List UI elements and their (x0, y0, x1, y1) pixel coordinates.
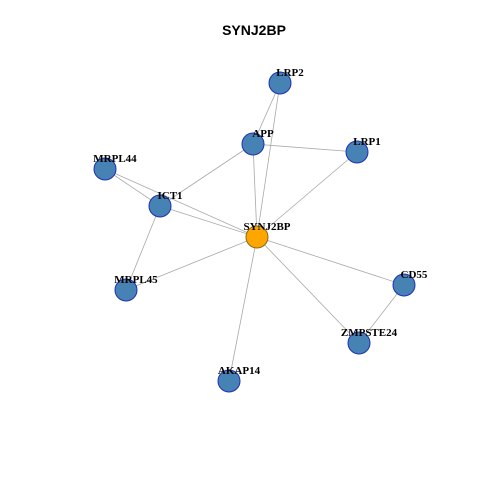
edge-synj2bp-zmpste24 (256, 236, 360, 344)
node-mrpl44: MRPL44 (93, 153, 137, 181)
node-label-lrp2: LRP2 (276, 67, 304, 79)
node-circle-mrpl45 (114, 278, 138, 302)
node-label-akap14: AKAP14 (218, 365, 261, 377)
node-circle-akap14 (217, 369, 241, 393)
node-synj2bp: SYNJ2BP (243, 221, 291, 249)
node-circle-app (241, 132, 265, 156)
edge-synj2bp-akap14 (228, 236, 258, 382)
edge-ict1-mrpl45 (125, 205, 161, 291)
node-lrp2: LRP2 (268, 67, 304, 95)
edges-layer (104, 82, 405, 382)
edge-app-ict1 (159, 143, 254, 207)
edge-app-lrp1 (252, 143, 358, 153)
edge-synj2bp-cd55 (256, 236, 405, 286)
node-label-mrpl44: MRPL44 (93, 153, 137, 165)
node-circle-synj2bp (245, 225, 269, 249)
edge-synj2bp-mrpl44 (104, 168, 258, 238)
node-label-synj2bp: SYNJ2BP (243, 221, 290, 233)
graph-title: SYNJ2BP (222, 22, 286, 38)
node-circle-zmpste24 (347, 331, 371, 355)
node-circle-lrp1 (345, 140, 369, 164)
node-mrpl45: MRPL45 (114, 274, 158, 302)
node-label-mrpl45: MRPL45 (114, 274, 158, 286)
node-label-ict1: ICT1 (157, 190, 182, 202)
edge-synj2bp-lrp1 (256, 151, 358, 238)
node-ict1: ICT1 (148, 190, 183, 218)
node-cd55: CD55 (392, 269, 428, 297)
node-label-app: APP (252, 128, 274, 140)
edge-synj2bp-mrpl45 (125, 236, 258, 291)
edge-synj2bp-lrp2 (256, 82, 281, 238)
node-circle-lrp2 (268, 71, 292, 95)
node-app: APP (241, 128, 274, 156)
node-circle-ict1 (148, 194, 172, 218)
node-label-zmpste24: ZMPSTE24 (341, 327, 398, 339)
edge-cd55-zmpste24 (358, 284, 405, 344)
node-label-lrp1: LRP1 (353, 136, 381, 148)
node-circle-mrpl44 (93, 157, 117, 181)
node-lrp1: LRP1 (345, 136, 381, 164)
node-circle-cd55 (392, 273, 416, 297)
node-zmpste24: ZMPSTE24 (341, 327, 398, 355)
node-label-cd55: CD55 (401, 269, 428, 281)
node-akap14: AKAP14 (217, 365, 261, 393)
edge-synj2bp-ict1 (159, 205, 258, 238)
edge-synj2bp-app (252, 143, 258, 238)
